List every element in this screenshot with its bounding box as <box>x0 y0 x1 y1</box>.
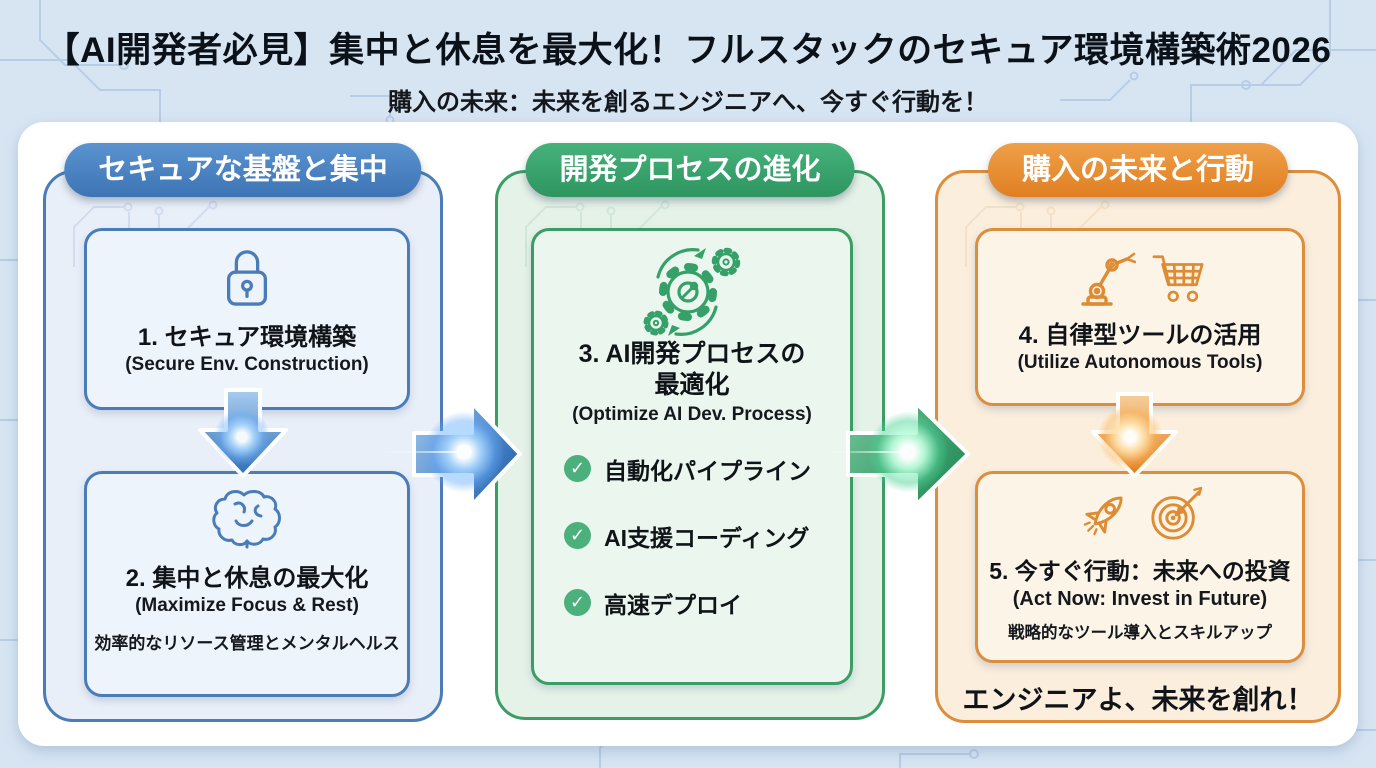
check-circle-icon: ✓ <box>564 589 591 616</box>
card5-note: 戦略的なツール導入とスキルアップ <box>1008 624 1272 642</box>
checklist-item-label: 高速デプロイ <box>604 591 742 618</box>
arrow-down-blue <box>198 388 288 478</box>
card2-subtitle: (Maximize Focus & Rest) <box>135 595 359 616</box>
panel-future-footer: エンジニアよ、未来を創れ！ <box>962 685 1314 715</box>
checklist-item-label: 自動化パイプライン <box>604 457 811 484</box>
panel-process-heading: 開発プロセスの進化 <box>525 143 855 197</box>
card4-title: 4. 自律型ツールの活用 <box>1018 322 1262 349</box>
card5-subtitle: (Act Now: Invest in Future) <box>1012 588 1268 610</box>
checklist-item-pipeline: ✓ 自動化パイプライン <box>564 452 811 486</box>
card-optimize-process: 3. AI開発プロセスの 最適化 (Optimize AI Dev. Proce… <box>531 228 853 685</box>
check-circle-icon: ✓ <box>564 455 591 482</box>
arrow-right-blue <box>412 401 522 507</box>
robot-arm-icon <box>1081 252 1136 306</box>
lock-icon <box>226 250 268 306</box>
rocket-icon <box>1083 496 1123 536</box>
card2-title: 2. 集中と休息の最大化 <box>125 565 369 592</box>
card1-title: 1. セキュア環境構築 <box>137 324 357 351</box>
panel-secure-heading: セキュアな基盤と集中 <box>64 143 422 197</box>
content-container: セキュアな基盤と集中 1. セキュア環境構築 (Secure Env. Cons… <box>18 122 1358 746</box>
card3-title-line2: 最適化 <box>654 371 730 400</box>
checklist-item-ai-coding: ✓ AI支援コーディング <box>564 519 811 553</box>
arrow-right-green <box>846 401 970 507</box>
card4-icons <box>1072 247 1208 307</box>
card5-icons <box>1075 486 1205 544</box>
card-secure-env: 1. セキュア環境構築 (Secure Env. Construction) <box>84 228 410 410</box>
target-icon <box>1151 486 1203 540</box>
card4-subtitle: (Utilize Autonomous Tools) <box>1017 352 1263 373</box>
card-act-now: 5. 今すぐ行動：未来への投資 (Act Now: Invest in Futu… <box>975 471 1305 663</box>
card-autonomous-tools: 4. 自律型ツールの活用 (Utilize Autonomous Tools) <box>975 228 1305 406</box>
gears-cycle-icon <box>643 247 741 336</box>
checklist-item-fast-deploy: ✓ 高速デプロイ <box>564 586 811 620</box>
brain-icon <box>212 490 281 549</box>
panel-dev-process: 開発プロセスの進化 <box>495 143 885 720</box>
check-circle-icon: ✓ <box>564 522 591 549</box>
card2-note: 効率的なリソース管理とメンタルヘルス <box>94 634 400 653</box>
shopping-cart-icon <box>1152 255 1204 302</box>
card3-title-line1: 3. AI開発プロセスの <box>578 340 806 368</box>
panel-future-heading: 購入の未来と行動 <box>987 143 1289 197</box>
card3-subtitle: (Optimize AI Dev. Process) <box>572 403 812 425</box>
checklist-item-label: AI支援コーディング <box>604 524 810 551</box>
card1-subtitle: (Secure Env. Construction) <box>125 354 369 375</box>
arrow-down-orange <box>1091 392 1178 478</box>
card-focus-rest: 2. 集中と休息の最大化 (Maximize Focus & Rest) 効率的… <box>84 471 410 697</box>
page-title: 【AI開発者必見】集中と休息を最大化！フルスタックのセキュア環境構築術2026 <box>44 31 1332 70</box>
page-subtitle: 購入の未来：未来を創るエンジニアへ、今すぐ行動を！ <box>388 89 988 116</box>
card5-title: 5. 今すぐ行動：未来への投資 <box>989 558 1291 584</box>
checklist: ✓ 自動化パイプライン ✓ AI支援コーディング ✓ 高速デプロイ <box>564 452 811 620</box>
